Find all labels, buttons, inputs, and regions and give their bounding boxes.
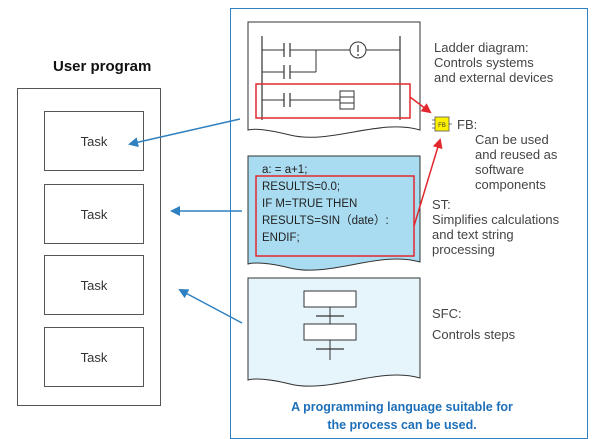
- sfc-desc-line: SFC:: [432, 306, 462, 321]
- svg-text:FB: FB: [438, 123, 446, 129]
- fb-desc-line: FB:: [457, 117, 478, 132]
- fb-description-body: Can be used and reused as software compo…: [475, 132, 557, 192]
- panel-caption: A programming language suitable for the …: [262, 398, 542, 434]
- fb-desc-line: and reused as: [475, 147, 558, 162]
- ladder-description: Ladder diagram: Controls systems and ext…: [434, 40, 553, 85]
- blue-arrow-ladder-to-task: [128, 118, 241, 148]
- sfc-desc-line: Controls steps: [432, 327, 516, 342]
- ladder-desc-line: Controls systems: [434, 55, 534, 70]
- red-arrow-ladder-to-fb: [409, 96, 432, 114]
- user-program-box: Task Task Task Task: [17, 88, 161, 406]
- fb-icon: FB: [432, 116, 452, 132]
- fb-description: FB:: [457, 117, 477, 132]
- st-desc-line: Simplifies calculations: [432, 212, 560, 227]
- st-code-line: ENDIF;: [262, 232, 300, 244]
- task-box-2: Task: [44, 184, 144, 244]
- task-box-1: Task: [44, 111, 144, 171]
- sfc-description: SFC: Controls steps: [432, 306, 515, 342]
- st-code-line: RESULTS=SIN（date）:: [262, 215, 389, 227]
- st-code-line: RESULTS=0.0;: [262, 181, 341, 193]
- st-code-block: a: = a+1; RESULTS=0.0; IF M=TRUE THEN RE…: [262, 162, 389, 247]
- fb-desc-line: components: [475, 177, 546, 192]
- red-arrow-st-to-fb: [413, 138, 443, 227]
- task-box-4: Task: [44, 327, 144, 387]
- blue-arrow-sfc-to-task: [178, 289, 243, 324]
- user-program-title: User program: [53, 58, 152, 75]
- ladder-desc-line: Ladder diagram:: [434, 40, 529, 55]
- st-code-sheet: [247, 155, 421, 271]
- st-desc-line: and text string: [432, 227, 514, 242]
- ladder-desc-line: and external devices: [434, 70, 554, 85]
- fb-desc-line: Can be used: [475, 132, 549, 147]
- caption-line-1: A programming language suitable for: [291, 400, 513, 414]
- task-box-3: Task: [44, 255, 144, 315]
- st-code-line: a: = a+1;: [262, 164, 308, 176]
- fb-highlight-box-st: [255, 175, 415, 257]
- ladder-diagram-sheet: [247, 21, 421, 138]
- st-code-line: IF M=TRUE THEN: [262, 198, 358, 210]
- st-description: ST: Simplifies calculations and text str…: [432, 197, 559, 257]
- sfc-diagram-sheet: [247, 277, 421, 387]
- st-desc-line: processing: [432, 242, 495, 257]
- caption-line-2: the process can be used.: [327, 418, 477, 432]
- st-desc-line: ST:: [432, 197, 451, 212]
- fb-highlight-box-ladder: [255, 83, 411, 119]
- fb-desc-line: software: [475, 162, 525, 177]
